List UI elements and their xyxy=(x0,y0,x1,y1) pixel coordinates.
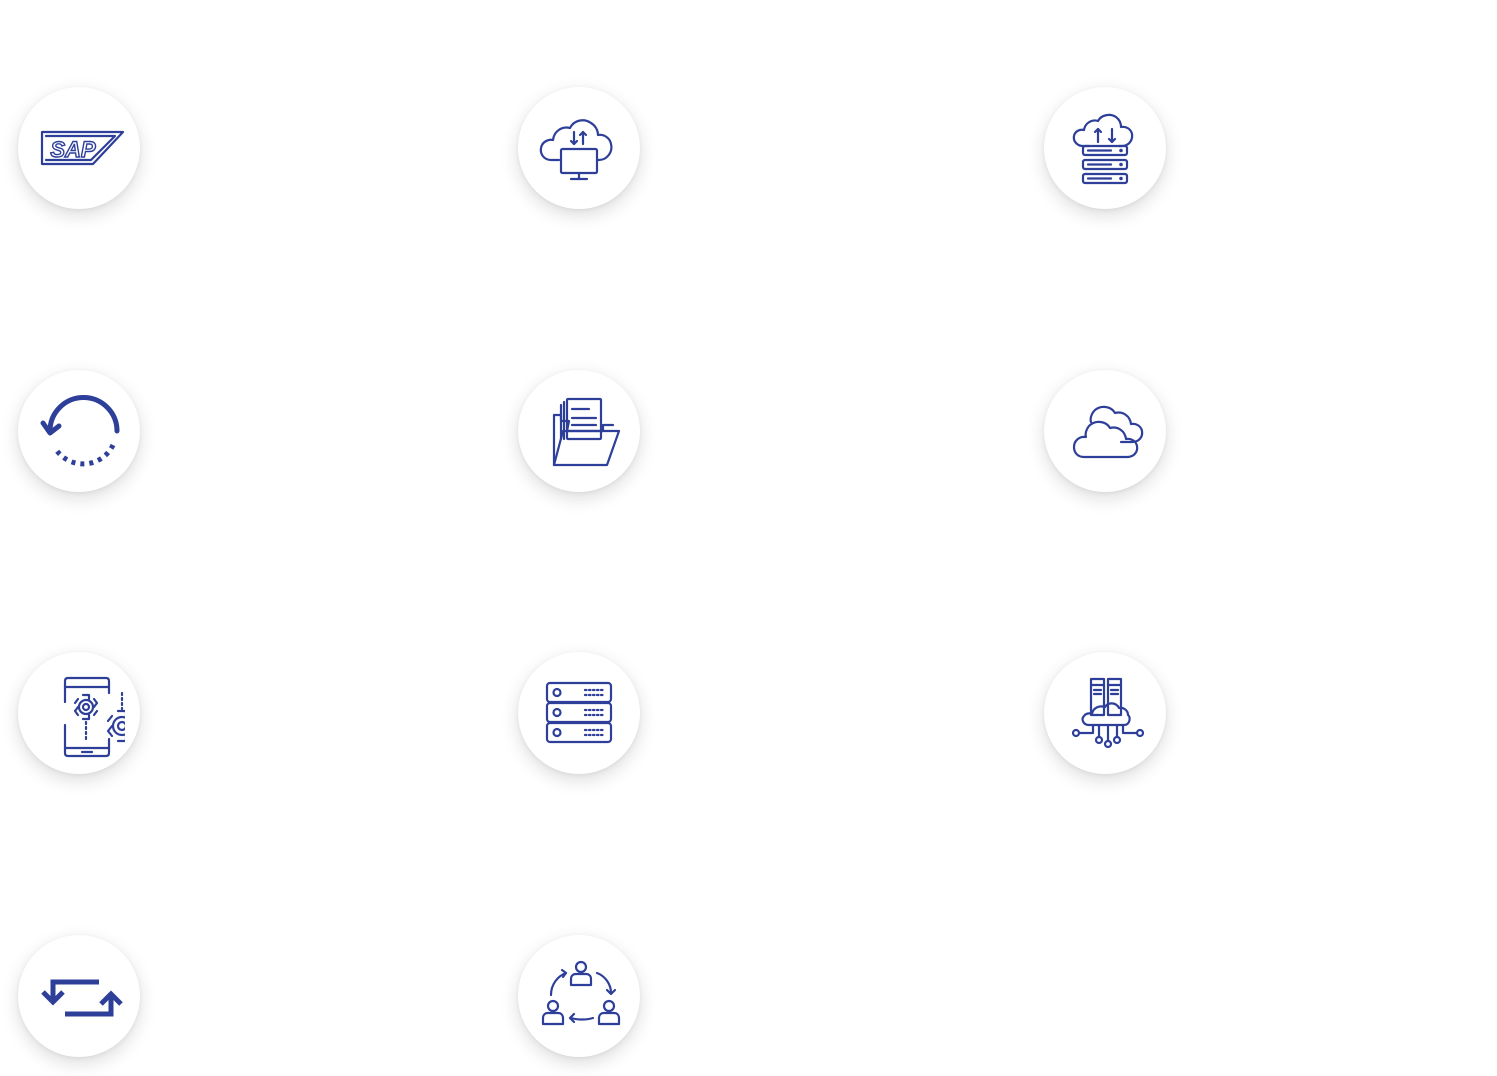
tile-clouds[interactable] xyxy=(1044,370,1166,492)
tile-refresh[interactable] xyxy=(18,370,140,492)
mobile-settings-gears-icon xyxy=(63,676,125,758)
refresh-circle-icon xyxy=(40,395,120,467)
tile-server-cloud-network[interactable] xyxy=(1044,652,1166,774)
open-folder-documents-icon xyxy=(552,397,621,467)
tile-sap[interactable]: SAP xyxy=(18,87,140,209)
tile-cloud-server[interactable] xyxy=(1044,87,1166,209)
cloud-server-transfer-icon xyxy=(1072,113,1134,185)
server-cloud-network-icon xyxy=(1071,677,1145,749)
tile-swap[interactable] xyxy=(18,935,140,1057)
sap-logo-text: SAP xyxy=(50,137,96,162)
cloud-computer-transfer-icon xyxy=(539,119,613,181)
sap-logo-icon: SAP xyxy=(40,130,125,166)
team-cycle-icon xyxy=(541,960,621,1026)
tile-server-rack[interactable] xyxy=(518,652,640,774)
clouds-icon xyxy=(1072,405,1144,459)
tile-team-cycle[interactable] xyxy=(518,935,640,1057)
tile-cloud-computer[interactable] xyxy=(518,87,640,209)
server-rack-icon xyxy=(545,681,613,744)
swap-arrows-icon xyxy=(41,979,123,1017)
tile-folder[interactable] xyxy=(518,370,640,492)
tile-mobile-settings[interactable] xyxy=(18,652,140,774)
